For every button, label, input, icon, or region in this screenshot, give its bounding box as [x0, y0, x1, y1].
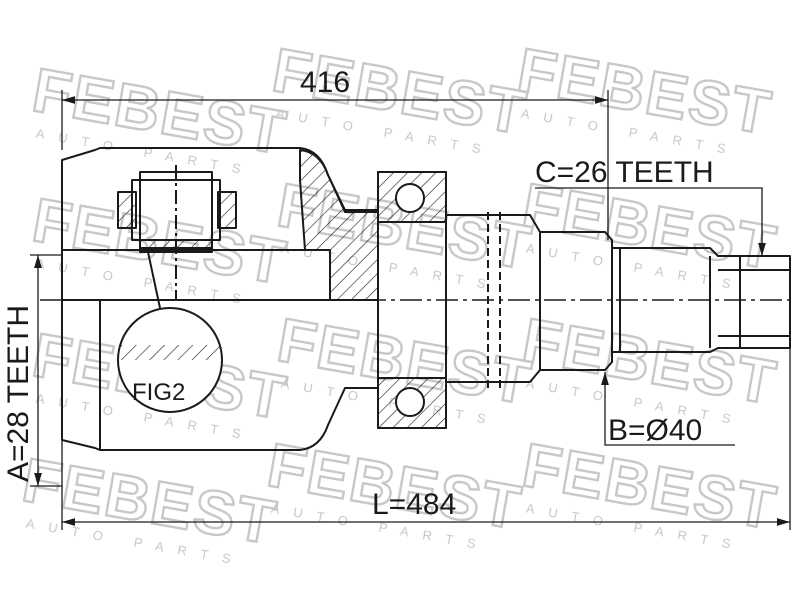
dim-c-leader: [535, 187, 766, 256]
housing-section: [299, 149, 379, 301]
roller-pin-left: [117, 191, 137, 229]
dim-b-label: B=Ø40: [608, 414, 702, 447]
dimension-lines: [30, 90, 791, 530]
intermediate-shaft: [446, 214, 613, 383]
dim-b-leader: [601, 372, 735, 446]
dim-a-label: A=28 TEETH: [2, 305, 35, 482]
watermark-logo: FEBEST AUTO PARTS: [516, 170, 783, 294]
dim-c-label: C=26 TEETH: [535, 156, 714, 189]
watermark-logo: FEBEST AUTO PARTS: [26, 55, 293, 179]
part-outline: [40, 147, 795, 451]
fig2-hatch: [120, 345, 220, 360]
stub-shaft: [612, 247, 791, 353]
bearing-ball-lower: [395, 387, 425, 417]
watermark-logo: FEBEST AUTO PARTS: [16, 445, 283, 569]
bearing-ball-upper: [395, 183, 425, 213]
fig2-label: FIG2: [132, 379, 185, 406]
roller-pin-right: [217, 191, 237, 229]
dim-416-label: 416: [300, 66, 350, 99]
bearing-upper: [377, 171, 447, 223]
watermark-logo: FEBEST AUTO PARTS: [516, 430, 783, 554]
dim-484-label: L=484: [372, 488, 456, 521]
fig2-leader: [147, 251, 161, 309]
